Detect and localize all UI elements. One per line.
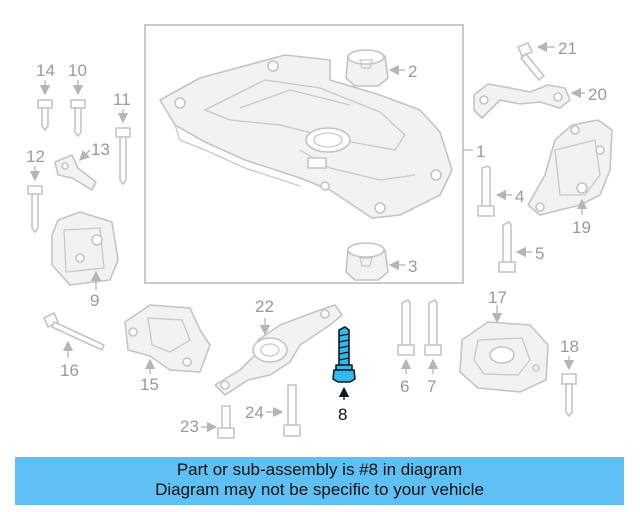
callout-20: 20: [588, 85, 607, 104]
callout-5: 5: [535, 244, 544, 263]
callout-18: 18: [560, 337, 579, 356]
bolt-14: 14: [36, 61, 55, 131]
mount-9: 9: [51, 211, 119, 310]
torque-rod-22: 22: [214, 297, 343, 396]
banner-line-2: Diagram may not be specific to your vehi…: [155, 480, 484, 499]
callout-23: 23: [180, 417, 199, 436]
bolt-8-highlighted[interactable]: 8: [332, 326, 356, 424]
callout-12: 12: [26, 147, 45, 166]
banner-line-1: Part or sub-assembly is #8 in diagram: [176, 460, 463, 479]
callout-22: 22: [255, 297, 274, 316]
bolt-23: 23: [180, 405, 235, 439]
bolt-10: 10: [68, 61, 87, 137]
bolt-11: 11: [113, 90, 131, 185]
bracket-13: 13: [54, 140, 110, 191]
bracket-15: 15: [124, 304, 211, 394]
callout-4: 4: [515, 187, 524, 206]
bolt-18: 18: [560, 337, 579, 417]
callout-1: 1: [476, 142, 485, 161]
bracket-20: 20: [473, 83, 607, 119]
bolt-12: 12: [26, 147, 45, 233]
callout-16: 16: [60, 361, 79, 380]
mount-17: 17: [459, 288, 549, 393]
info-banner: Part or sub-assembly is #8 in diagram Di…: [15, 457, 624, 505]
callout-10: 10: [68, 61, 87, 80]
bolt-24: 24: [245, 384, 301, 437]
bolt-21: 21: [517, 39, 577, 81]
callout-3: 3: [408, 257, 417, 276]
bolt-16: 16: [43, 312, 105, 380]
bushing-bottom: 3: [345, 242, 417, 281]
callout-8: 8: [338, 405, 347, 424]
bushing-top: 2: [345, 49, 417, 87]
callout-11: 11: [113, 90, 131, 109]
bolt-4: 4: [477, 165, 524, 217]
callout-15: 15: [140, 375, 159, 394]
callout-9: 9: [90, 291, 99, 310]
callout-13: 13: [91, 140, 110, 159]
subframe-box: [144, 24, 464, 284]
callout-6: 6: [400, 377, 409, 396]
bolt-5: 5: [498, 221, 544, 273]
bolt-7: 7: [424, 299, 442, 396]
subframe-group: 1: [144, 24, 485, 284]
callout-21: 21: [558, 39, 577, 58]
callout-2: 2: [408, 62, 417, 81]
parts-diagram: 1 2 3 14 10 11 12: [26, 24, 613, 439]
callout-24: 24: [245, 403, 264, 422]
callout-19: 19: [572, 218, 591, 237]
callout-17: 17: [488, 288, 507, 307]
bolt-6: 6: [397, 299, 415, 396]
callout-7: 7: [427, 377, 436, 396]
callout-14: 14: [36, 61, 55, 80]
mount-19: 19: [527, 119, 613, 237]
